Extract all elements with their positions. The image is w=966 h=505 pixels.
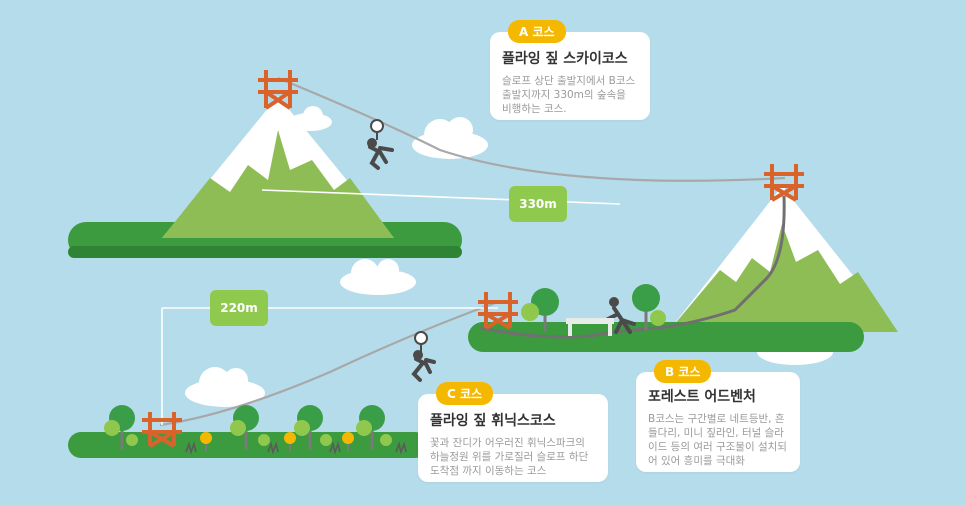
tower-icon (764, 164, 804, 202)
cloud-icon (185, 367, 265, 407)
mountain-right (668, 186, 898, 332)
flower-icon (342, 432, 354, 452)
course-badge-b: B 코스 (654, 360, 712, 383)
distance-label-a: 330m (509, 186, 567, 222)
course-card-c: C 코스 플라잉 짚 휘닉스코스 꽃과 잔디가 어우러진 휘닉스파크의 하늘정원… (418, 382, 608, 482)
tree-icon (294, 405, 332, 450)
course-description-a: 슬로프 상단 출발지에서 B코스 출발지까지 330m의 숲속을 비행하는 코스… (502, 75, 636, 115)
tower-icon (478, 292, 518, 330)
grass-platform-middle (468, 322, 864, 352)
tree-icon (104, 405, 138, 450)
cable-a (277, 76, 786, 182)
course-card-b: B 코스 포레스트 어드벤처 B코스는 구간별로 네트등반, 흔들다리, 미니 … (636, 360, 800, 472)
course-title-b: 포레스트 어드벤처 (648, 389, 756, 405)
course-badge-c: C 코스 (436, 382, 494, 405)
course-badge-a: A 코스 (508, 20, 566, 43)
zipline-rider-icon (367, 119, 394, 170)
tree-icon (356, 405, 392, 450)
course-title-c: 플라잉 짚 휘닉스코스 (430, 413, 556, 429)
bench-icon (566, 318, 614, 336)
trail-path (479, 195, 786, 339)
tree-icon (521, 288, 559, 332)
distance-label-c: 220m (210, 290, 268, 326)
mountain-left (162, 96, 394, 238)
tower-icon (142, 412, 182, 448)
zipline-rider-icon (411, 331, 436, 382)
course-card-a: A 코스 플라잉 짚 스카이코스 슬로프 상단 출발지에서 B코스 출발지까지 … (490, 20, 650, 120)
cloud-icon (412, 117, 488, 159)
tree-icon (632, 284, 666, 330)
flower-icon (200, 432, 212, 452)
cloud-icon (340, 259, 416, 295)
grass-tuft-icon (185, 441, 407, 455)
course-description-b: B코스는 구간별로 네트등반, 흔들다리, 미니 짚라인, 터널 슬라이드 등의… (648, 413, 787, 467)
running-person-icon (604, 297, 636, 334)
flower-icon (284, 432, 296, 452)
cable-c (159, 300, 499, 427)
course-description-c: 꽃과 잔디가 어우러진 휘닉스파크의 하늘정원 위를 가로질러 슬로프 하단 도… (430, 437, 589, 477)
tree-icon (230, 405, 270, 450)
tower-icon (258, 70, 298, 110)
course-title-a: 플라잉 짚 스카이코스 (502, 51, 628, 67)
